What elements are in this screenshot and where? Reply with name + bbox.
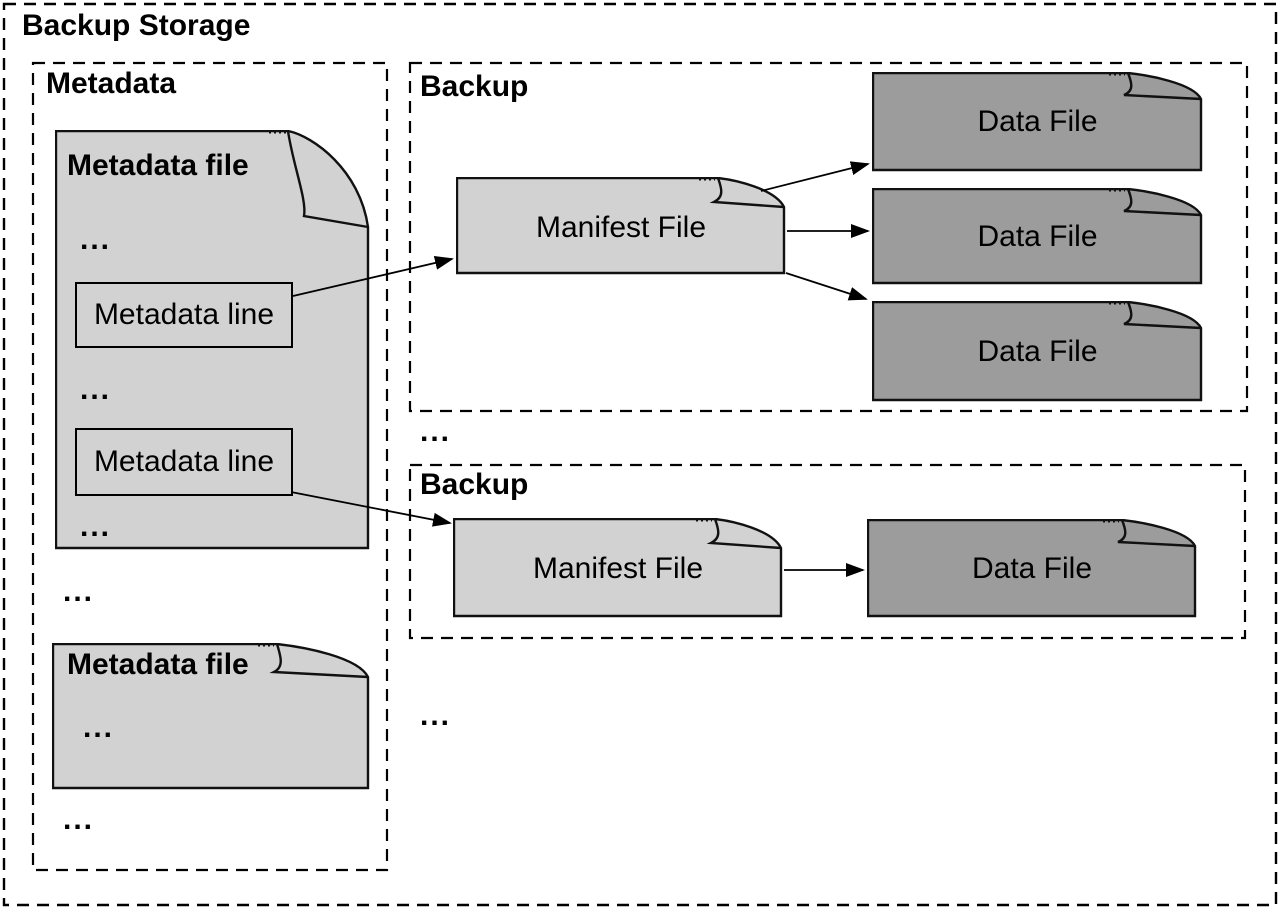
data-file4-label: Data File <box>971 551 1093 585</box>
data-file3-label: Data File <box>977 334 1098 368</box>
data-file1-label: Data File <box>977 105 1098 138</box>
diagram-title: Backup Storage <box>22 9 251 42</box>
metadata-line-label: Metadata line <box>93 298 275 331</box>
data-file2-label: Data File <box>977 219 1098 253</box>
backup2-label: Backup <box>420 468 529 501</box>
ellipsis: ... <box>420 415 452 448</box>
metadata-line-box-2: Metadata line <box>75 428 293 496</box>
ellipsis: ... <box>80 223 112 256</box>
manifest-file1-label: Manifest File <box>535 211 707 244</box>
backup1-label: Backup <box>420 70 529 103</box>
manifest-file2-label: Manifest File <box>532 552 704 585</box>
metadata-file1-title: Metadata file <box>67 149 249 182</box>
ellipsis: ... <box>420 699 452 732</box>
metadata-file2-title: Metadata file <box>67 648 249 681</box>
metadata-line-box-1: Metadata line <box>75 282 293 348</box>
ellipsis: ... <box>83 711 115 744</box>
ellipsis: ... <box>80 373 112 406</box>
ellipsis: ... <box>63 803 95 836</box>
ellipsis: ... <box>63 575 95 608</box>
metadata-line-label: Metadata line <box>93 445 275 478</box>
metadata-section-label: Metadata <box>46 67 177 100</box>
arrow-manifest1-to-datafile3 <box>785 272 868 301</box>
ellipsis: ... <box>80 510 112 543</box>
